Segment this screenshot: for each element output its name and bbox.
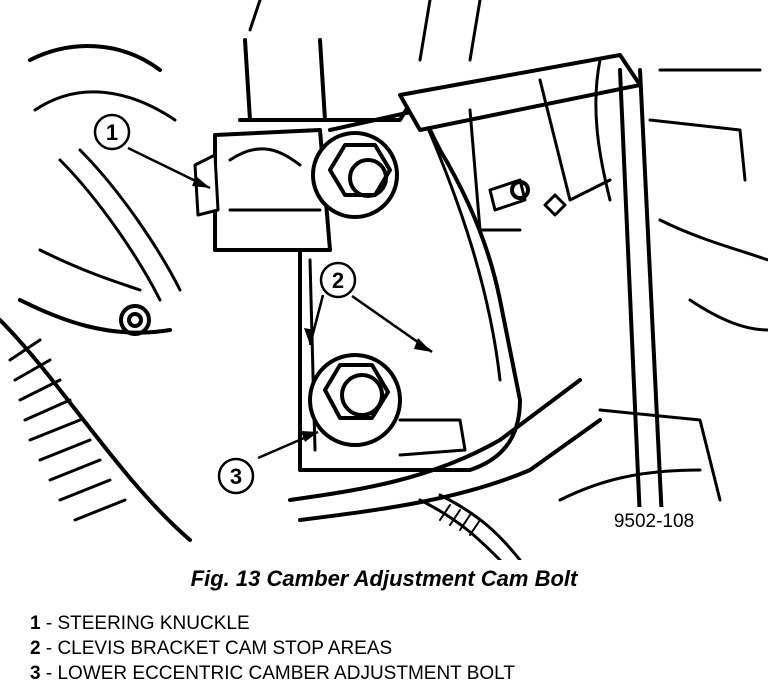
legend-item-number: 1 bbox=[30, 613, 41, 634]
figure-caption: Fig. 13 Camber Adjustment Cam Bolt bbox=[190, 566, 578, 591]
camber-cam-bolt-illustration: 1 2 3 9502-108 bbox=[0, 0, 768, 560]
legend-item-text: - STEERING KNUCKLE bbox=[40, 613, 250, 634]
callout-3: 3 bbox=[217, 457, 255, 495]
legend-item-text: - CLEVIS BRACKET CAM STOP AREAS bbox=[40, 638, 393, 659]
legend: 1 - STEERING KNUCKLE 2 - CLEVIS BRACKET … bbox=[30, 611, 515, 686]
callout-2-label: 2 bbox=[332, 268, 344, 293]
figure-number: 9502-108 bbox=[614, 511, 694, 532]
callout-1: 1 bbox=[93, 113, 131, 151]
callout-3-label: 3 bbox=[230, 464, 242, 489]
legend-item: 3 - LOWER ECCENTRIC CAMBER ADJUSTMENT BO… bbox=[30, 661, 515, 686]
legend-item-number: 3 bbox=[30, 663, 41, 684]
callout-1-label: 1 bbox=[106, 120, 118, 145]
legend-item: 2 - CLEVIS BRACKET CAM STOP AREAS bbox=[30, 636, 515, 661]
line-drawing: 1 2 3 9502-108 bbox=[0, 0, 768, 560]
callout-2: 2 bbox=[319, 261, 357, 299]
legend-item-number: 2 bbox=[30, 638, 41, 659]
legend-item: 1 - STEERING KNUCKLE bbox=[30, 611, 515, 636]
legend-item-text: - LOWER ECCENTRIC CAMBER ADJUSTMENT BOLT bbox=[40, 663, 515, 684]
